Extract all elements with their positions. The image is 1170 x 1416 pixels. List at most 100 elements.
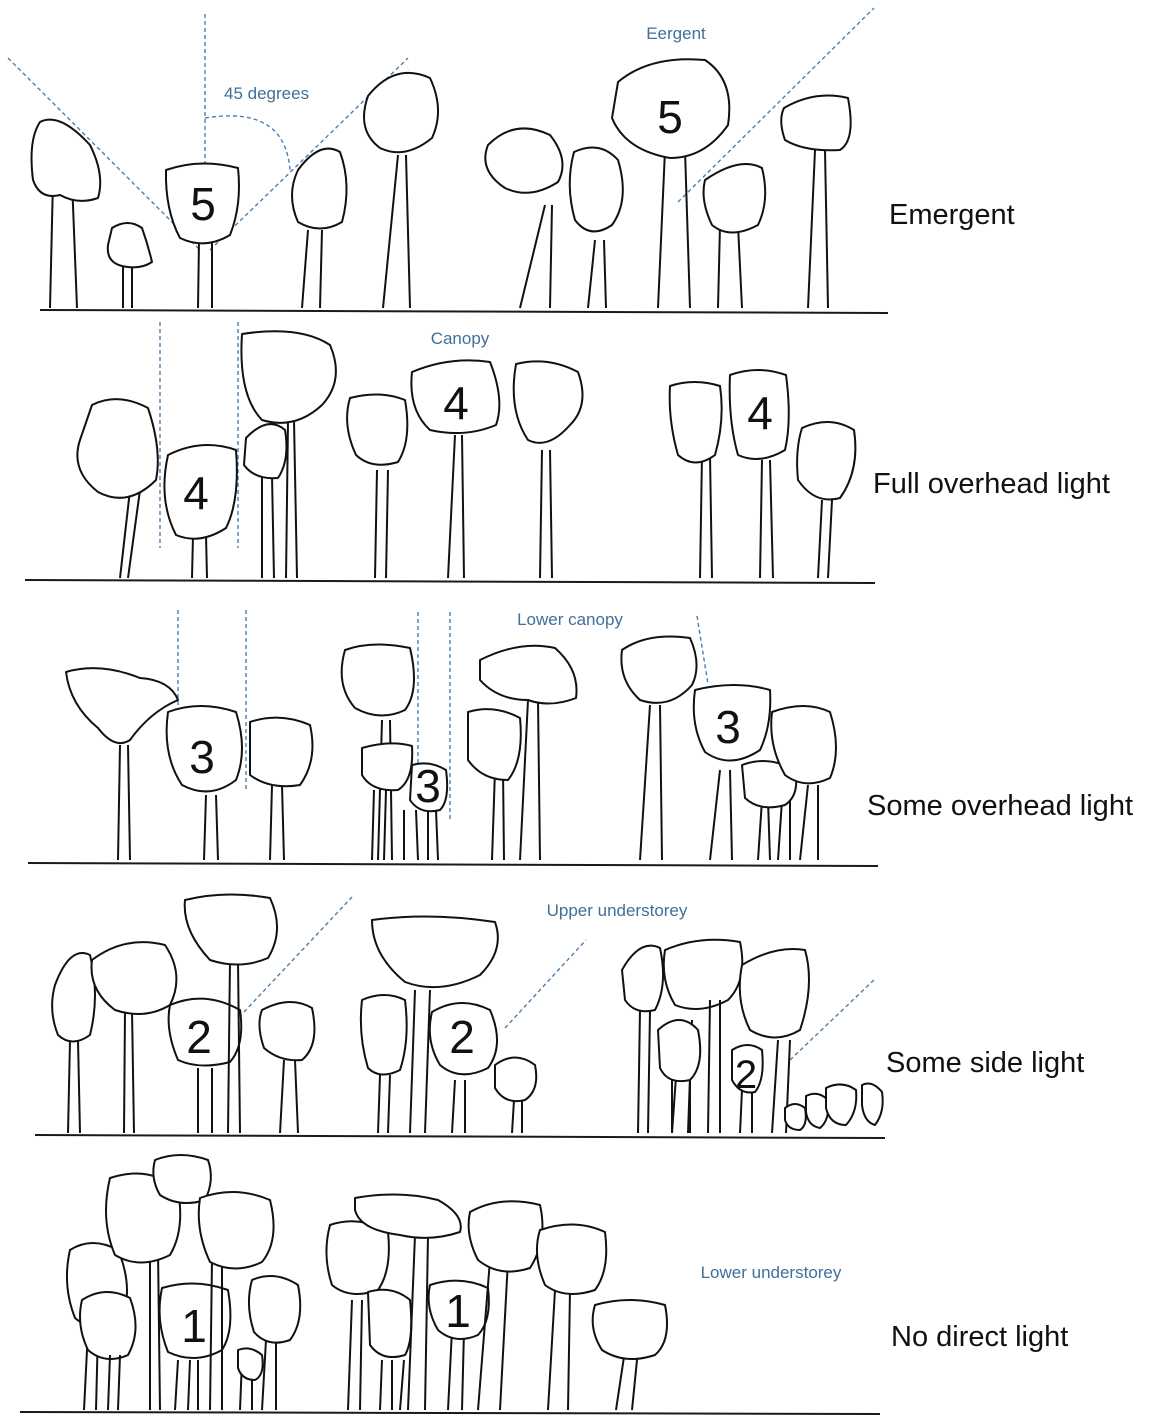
tree-crown [428,1002,498,1076]
tree-crown [51,952,96,1043]
tree-crown [467,1200,544,1273]
tree-crown [359,994,408,1076]
tree-crown [535,1223,608,1295]
tree-crown [76,398,159,499]
tree-crown [152,1154,212,1205]
tree-crown [237,1347,264,1381]
tree-trunk [285,419,298,579]
tree-crown [620,635,698,704]
tree-trunk [519,699,541,861]
tree-crown [163,444,238,540]
tree-trunk [447,434,465,579]
light-guide-line [504,939,587,1029]
tree-crown [325,1220,390,1295]
tree-crown [90,941,178,1015]
tree-trunk [547,1289,571,1411]
angle-label: 45 degrees [224,84,309,103]
tree-trunk [447,1329,465,1411]
light-label: Emergent [889,199,1015,231]
tree-trunk [539,449,553,579]
layer-number: 2 [186,1011,212,1063]
layer-name: Lower understorey [701,1263,842,1282]
tree-crown [611,58,731,159]
tree-crown [30,118,102,202]
tree-crown [467,708,522,781]
tree-crown [243,423,288,480]
tree-trunk [671,1080,691,1133]
tree-crown [371,915,499,989]
tree-trunk [377,1074,391,1134]
tree-trunk [759,459,774,579]
tree-crown [494,1056,538,1103]
tree-crown [291,147,348,230]
light-guides [177,610,709,822]
tree-trunk [123,1009,135,1134]
light-guides [7,7,875,251]
tree-trunk [197,1068,213,1133]
tree-crown [361,742,414,792]
angle-arc [204,115,291,171]
tree-crown [249,716,314,788]
light-guide-line [677,7,875,203]
tree-trunk [119,489,141,579]
tree-crown [410,359,501,434]
row-canopy: 4 4 4 Canopy Full overhead light [24,322,1110,584]
tree-crown [621,944,664,1013]
tree-trunk [191,534,208,579]
light-guides [243,896,877,1061]
layer-number: 4 [443,377,469,429]
tree-group [76,330,857,579]
angle-guide-line [7,57,201,251]
light-guide-line [696,615,709,685]
ground-line [34,1134,886,1139]
light-label: Some side light [886,1047,1084,1079]
layer-number: 3 [415,760,441,812]
layer-number: 2 [735,1053,757,1097]
tree-crown [367,1288,413,1358]
tree-trunk [379,1359,405,1411]
layer-name: Eergent [646,24,706,43]
layer-number: 4 [747,387,773,439]
tree-crown [363,71,440,154]
layer-name: Lower canopy [517,610,623,629]
tree-trunk [717,224,743,309]
tree-trunk [174,1359,199,1411]
light-label: No direct light [891,1321,1068,1353]
row-lower-canopy: 3 3 3 Lower canopy Some overhead light [27,610,1133,867]
tree-trunk [587,239,607,309]
tree-crown [512,360,584,444]
tree-crown [346,393,409,466]
tree-trunk [757,799,791,861]
layer-number: 5 [190,178,216,230]
tree-crown [240,330,337,424]
light-guide-line [789,977,877,1061]
tree-trunk [382,154,411,309]
light-label: Some overhead light [867,790,1133,822]
light-guides [159,322,239,548]
tree-trunk [347,1299,363,1411]
layer-number: 1 [445,1285,471,1337]
tree-crown [702,163,767,234]
tree-trunk [403,809,439,861]
tree-crown [731,1044,764,1094]
tree-crown [591,1299,668,1360]
tree-crown [479,644,578,705]
row-upper-understorey: 2 2 2 Upper understorey Some side light [34,893,1084,1139]
tree-trunk [371,789,387,861]
tree-trunk [374,469,389,579]
tree-crown [340,643,415,717]
tree-trunk [639,704,663,861]
row-lower-understorey: 1 1 Lower understorey No direct light [19,1154,1068,1415]
tree-crown [427,1279,490,1340]
tree-trunk [799,784,819,861]
layer-number: 1 [181,1300,207,1352]
tree-group [51,893,884,1134]
layer-number: 3 [189,731,215,783]
tree-crown [164,162,240,245]
tree-trunk [107,1354,121,1411]
tree-crown [165,705,243,793]
tree-trunk [269,784,285,861]
tree-crown [65,667,179,744]
row-emergent: 5 5 45 degrees Eergent Emergent [7,7,1015,314]
